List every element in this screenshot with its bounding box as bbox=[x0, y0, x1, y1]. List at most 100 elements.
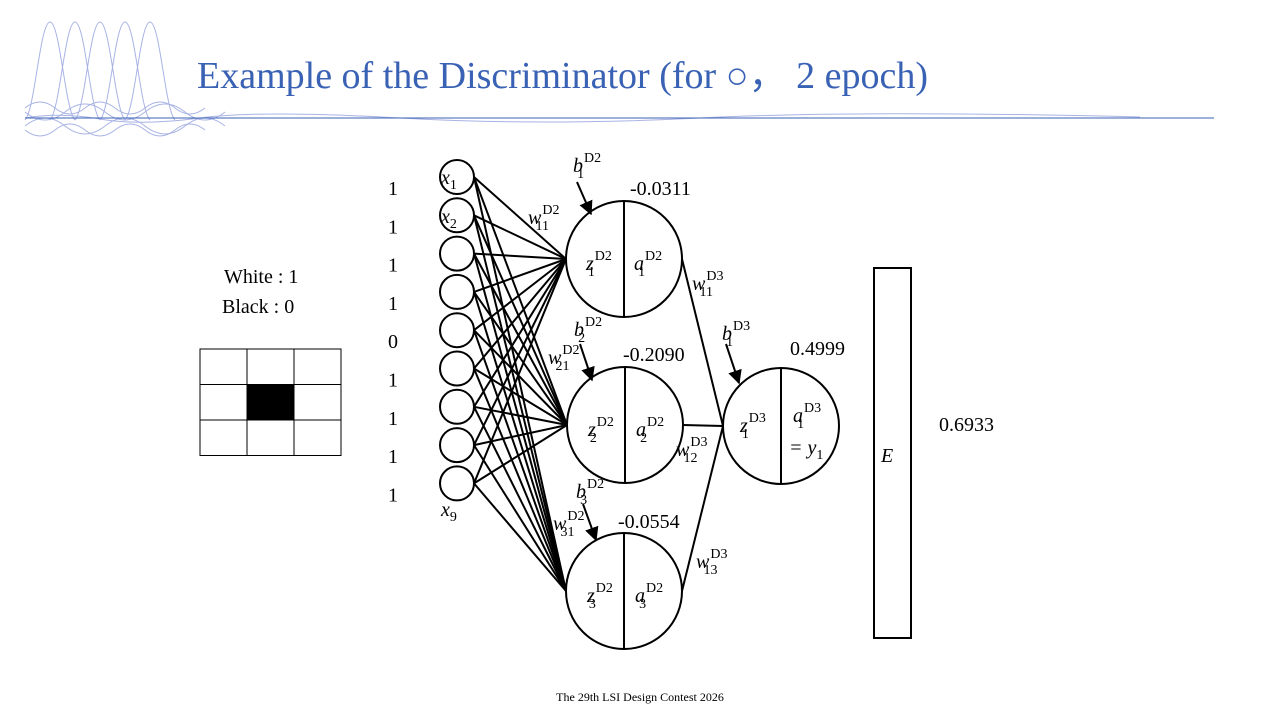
grid-cell bbox=[199, 419, 248, 456]
h1-a-base: a bbox=[634, 253, 644, 275]
input-label-x2-base: x bbox=[440, 206, 450, 228]
h3-z-sub: 3 bbox=[589, 597, 596, 612]
w12d3-sub: 12 bbox=[683, 451, 697, 466]
h3-z-sup: D2 bbox=[596, 581, 613, 596]
output-neuron-eq: = y1 bbox=[789, 437, 823, 463]
input-node bbox=[439, 197, 475, 234]
o-z-sup: D3 bbox=[749, 411, 766, 426]
o-eq: = y bbox=[789, 437, 816, 459]
hidden-neuron-1-output: -0.0311 bbox=[630, 178, 691, 200]
o-eq-sub: 1 bbox=[816, 448, 823, 463]
connection-line bbox=[473, 253, 568, 426]
h2-a-base: a bbox=[636, 419, 646, 441]
connection-line bbox=[473, 258, 567, 370]
w21d2-base: w bbox=[548, 347, 562, 369]
connection-line bbox=[473, 176, 567, 592]
input-value: 1 bbox=[388, 370, 398, 392]
h1-a-sup: D2 bbox=[645, 249, 662, 264]
h1-z-sub: 1 bbox=[588, 265, 595, 280]
input-label-x9-base: x bbox=[440, 499, 450, 521]
input-value: 1 bbox=[388, 178, 398, 200]
connection-line bbox=[473, 215, 567, 592]
input-node bbox=[439, 465, 475, 502]
b2-base: b bbox=[574, 319, 584, 341]
connection-line bbox=[681, 425, 724, 592]
h2-z-sup: D2 bbox=[597, 415, 614, 430]
w31d2-base: w bbox=[553, 513, 567, 535]
input-value: 1 bbox=[388, 408, 398, 430]
h2-z-base: z bbox=[587, 419, 596, 441]
o-z-base: z bbox=[739, 415, 748, 437]
bo-sup: D3 bbox=[733, 319, 750, 334]
o-z-sub: 1 bbox=[742, 427, 749, 442]
connection-line bbox=[473, 424, 568, 485]
slide-footer: The 29th LSI Design Contest 2026 bbox=[556, 690, 724, 704]
w11d3-sub: 11 bbox=[699, 285, 712, 300]
grid-cell bbox=[199, 348, 248, 385]
input-pattern-grid bbox=[199, 348, 342, 456]
legend-black: Black : 0 bbox=[222, 296, 295, 318]
bias-arrow-out bbox=[725, 343, 742, 385]
connections bbox=[473, 176, 724, 592]
connection-line bbox=[473, 444, 567, 592]
w13d3-base: w bbox=[696, 551, 710, 573]
connection-line bbox=[473, 329, 568, 426]
b1-sub: 1 bbox=[577, 167, 584, 182]
input-label-x2-sub: 2 bbox=[450, 217, 457, 232]
connection-line bbox=[473, 424, 568, 447]
connection-line bbox=[473, 252, 567, 260]
input-value: 0 bbox=[388, 331, 398, 353]
w13d3-sub: 13 bbox=[703, 563, 717, 578]
b3-base: b bbox=[576, 481, 586, 503]
b3-sup: D2 bbox=[587, 477, 604, 492]
input-node bbox=[439, 350, 475, 387]
o-a-sup: D3 bbox=[804, 401, 821, 416]
input-node bbox=[439, 312, 475, 349]
bo-base: b bbox=[722, 323, 732, 345]
connection-line bbox=[473, 406, 567, 592]
connection-line bbox=[682, 424, 724, 427]
w11d3-base: w bbox=[692, 273, 706, 295]
h1-z-sup: D2 bbox=[595, 249, 612, 264]
output-neuron-value: 0.4999 bbox=[790, 338, 845, 360]
input-node bbox=[439, 235, 475, 272]
w13d3-sup: D3 bbox=[710, 547, 727, 562]
h2-a-sub: 2 bbox=[640, 431, 647, 446]
legend-white: White : 1 bbox=[224, 266, 299, 288]
input-value: 1 bbox=[388, 293, 398, 315]
w31d2-sup: D2 bbox=[567, 509, 584, 524]
grid-cell bbox=[246, 384, 295, 421]
grid-cell bbox=[246, 348, 295, 385]
input-label-x1-sub: 1 bbox=[450, 178, 457, 193]
input-node bbox=[439, 159, 475, 195]
bias-arrow-h1 bbox=[576, 181, 593, 216]
input-label-x9-sub: 9 bbox=[450, 510, 457, 525]
connection-line bbox=[473, 258, 567, 293]
hidden-neuron-3-output: -0.0554 bbox=[618, 511, 680, 533]
w11d3-sup: D3 bbox=[706, 269, 723, 284]
h1-a-sub: 1 bbox=[638, 265, 645, 280]
error-box-rect bbox=[873, 267, 912, 639]
w31d2-sub: 31 bbox=[560, 525, 574, 540]
connection-line bbox=[473, 253, 567, 592]
connection-line bbox=[473, 258, 567, 408]
h3-a-sup: D2 bbox=[646, 581, 663, 596]
